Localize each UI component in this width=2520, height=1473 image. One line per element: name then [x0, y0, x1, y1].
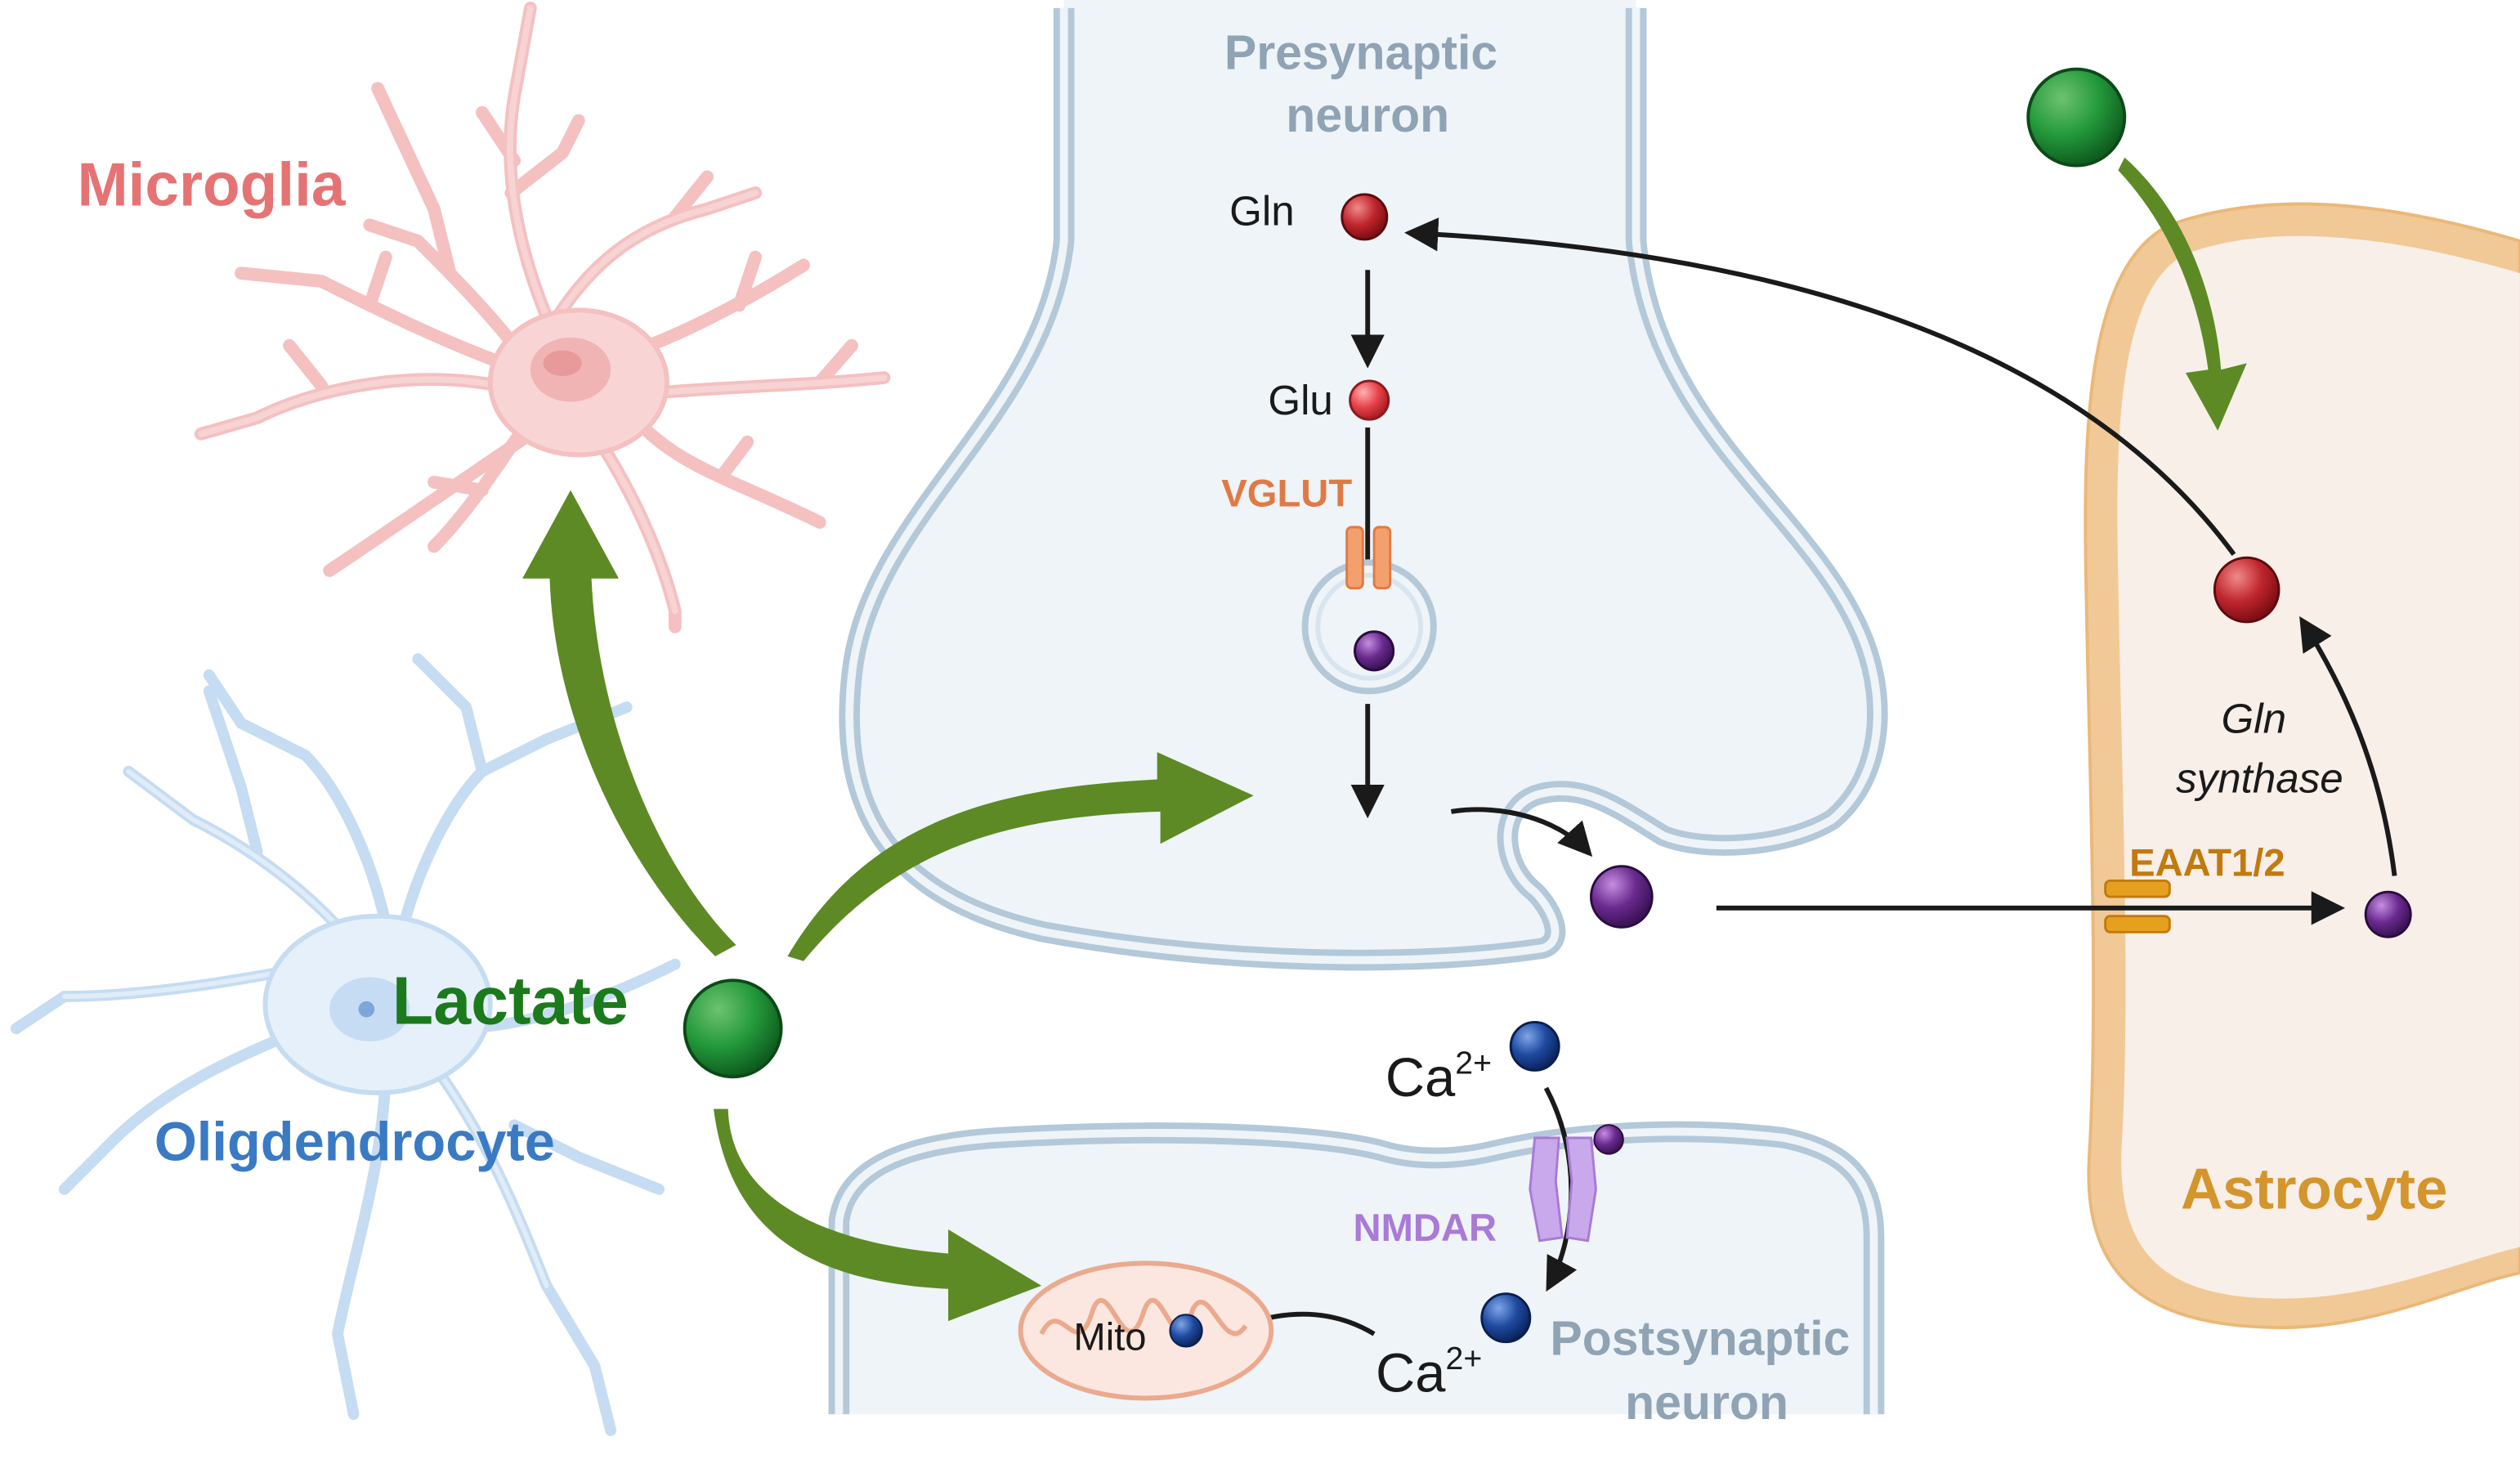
- calcium-ion-mito: [1169, 1314, 1203, 1348]
- text-labels: Microglia Lactate Oligdendrocyte Presyna…: [77, 27, 2447, 1430]
- mitochondrion: [1018, 1260, 1274, 1401]
- calcium-ion-top: [1509, 1020, 1560, 1072]
- gln-molecule-astrocyte: [2213, 556, 2281, 624]
- gln-return-arrow: [1404, 217, 2236, 557]
- glutamate-in-cleft: [1590, 865, 1654, 929]
- lactate-arrows: [522, 157, 2247, 1322]
- calcium-label-top: Ca2+: [1385, 1045, 1492, 1108]
- calcium-label-bottom: Ca2+: [1376, 1341, 1482, 1404]
- gln-molecule-presynaptic: [1341, 193, 1389, 241]
- mito-label: Mito: [1073, 1315, 1146, 1359]
- presynaptic-neuron: [839, 0, 1888, 971]
- oligodendrocyte-label: Oligdendrocyte: [154, 1112, 555, 1173]
- presynaptic-label-line1: Presynaptic: [1224, 27, 1497, 80]
- oligodendrocyte-cell: [10, 653, 681, 1436]
- vglut-label: VGLUT: [1221, 471, 1352, 514]
- eaat-label: EAAT1/2: [2129, 841, 2285, 884]
- molecules: [683, 67, 2412, 1348]
- postsynaptic-label-line1: Postsynaptic: [1550, 1312, 1850, 1365]
- glutamate-in-astrocyte: [2364, 890, 2412, 938]
- lactate-molecule-astrocyte: [2026, 67, 2127, 168]
- astrocyte-glu-to-gln-arrow: [2299, 616, 2397, 876]
- synaptic-vesicle: [1301, 559, 1437, 695]
- eaat-transporter: [2104, 879, 2171, 933]
- calcium-top-sup: 2+: [1455, 1045, 1492, 1081]
- calcium-bottom-sup: 2+: [1445, 1341, 1482, 1377]
- release-to-cleft-arrow: [1451, 807, 1593, 857]
- microglia-cell: [194, 1, 891, 634]
- nmdar-receptor: [1529, 1136, 1597, 1242]
- glutamate-in-vesicle: [1354, 630, 1395, 672]
- presynaptic-label-line2: neuron: [1286, 89, 1449, 142]
- flow-arrows: [1221, 217, 2397, 1336]
- calcium-ion-bottom: [1480, 1292, 1532, 1344]
- postsynaptic-label: Postsynaptic neuron: [1550, 1312, 1863, 1430]
- presynaptic-label: Presynaptic neuron: [1224, 27, 1511, 143]
- astrocyte-label: Astrocyte: [2181, 1156, 2447, 1220]
- astrocyte-cell: [2084, 202, 2520, 1329]
- lactate-molecule: [683, 978, 783, 1079]
- glu-label: Glu: [1268, 377, 1333, 423]
- gln-label: Gln: [1229, 187, 1295, 234]
- lactate-label: Lactate: [392, 963, 629, 1038]
- lactate-to-presynaptic-arrow: [787, 752, 1254, 961]
- lactate-to-mitochondria-arrow: [714, 1108, 1042, 1322]
- gln-synthase-line1: Gln: [2222, 696, 2287, 742]
- glu-molecule-presynaptic: [1349, 379, 1390, 421]
- glutamate-on-nmdar: [1593, 1124, 1624, 1155]
- microglia-label: Microglia: [77, 150, 346, 219]
- gln-synthase-label: Gln synthase: [2176, 696, 2343, 802]
- gln-synthase-line2: synthase: [2176, 754, 2343, 801]
- calcium-bottom-base: Ca: [1376, 1343, 1446, 1404]
- vglut-transporter: [1345, 526, 1392, 590]
- calcium-top-base: Ca: [1385, 1047, 1456, 1108]
- lactate-to-microglia-arrow: [522, 490, 736, 956]
- nmdar-label: NMDAR: [1354, 1206, 1497, 1249]
- lactate-to-astrocyte-arrow: [2118, 157, 2247, 431]
- postsynaptic-label-line2: neuron: [1625, 1377, 1788, 1430]
